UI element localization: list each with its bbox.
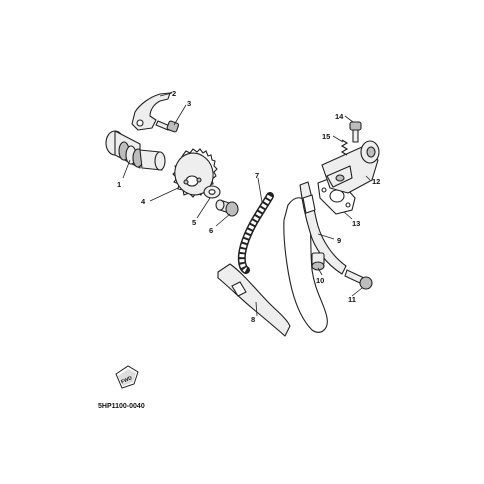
part-7-cam-chain[interactable] xyxy=(237,192,274,274)
part-5-washer[interactable] xyxy=(203,185,221,199)
part-1-camshaft[interactable] xyxy=(105,130,166,171)
callout-7: 7 xyxy=(255,171,259,180)
part-8-chain-guide[interactable] xyxy=(217,263,291,337)
callout-3: 3 xyxy=(187,99,191,108)
part-6-bolt[interactable] xyxy=(215,199,239,217)
callout-1: 1 xyxy=(117,180,121,189)
part-10-bolt[interactable] xyxy=(311,252,325,271)
leader-lines xyxy=(122,91,371,317)
part-4-cam-sprocket[interactable] xyxy=(170,148,218,199)
callout-10: 10 xyxy=(316,276,324,285)
callout-4: 4 xyxy=(141,197,146,206)
callout-15: 15 xyxy=(322,132,330,141)
callout-6: 6 xyxy=(209,226,213,235)
callout-14: 14 xyxy=(335,112,344,121)
part-14-cap-bolt[interactable] xyxy=(349,121,362,143)
callout-9: 9 xyxy=(337,236,341,245)
part-2-retainer-plate[interactable] xyxy=(131,92,171,131)
callout-8: 8 xyxy=(251,315,255,324)
callout-11: 11 xyxy=(348,295,356,304)
part-15-spring[interactable] xyxy=(340,139,349,156)
fwd-arrow-icon: FWD xyxy=(115,365,139,389)
callout-5: 5 xyxy=(192,218,196,227)
part-12-tensioner[interactable] xyxy=(321,140,380,194)
callout-labels: 1 2 3 4 5 6 7 8 9 10 11 12 13 14 15 xyxy=(117,89,380,324)
part-3-bolt[interactable] xyxy=(155,120,180,133)
part-13-gasket[interactable] xyxy=(317,175,356,215)
part-11-bolt[interactable] xyxy=(344,269,373,290)
part-9-tensioner-guide[interactable] xyxy=(299,181,347,275)
callout-13: 13 xyxy=(352,219,360,228)
fwd-label: FWD xyxy=(120,375,133,385)
callout-12: 12 xyxy=(372,177,380,186)
callout-2: 2 xyxy=(172,89,176,98)
diagram-code: 5HP1100-0040 xyxy=(98,403,145,410)
